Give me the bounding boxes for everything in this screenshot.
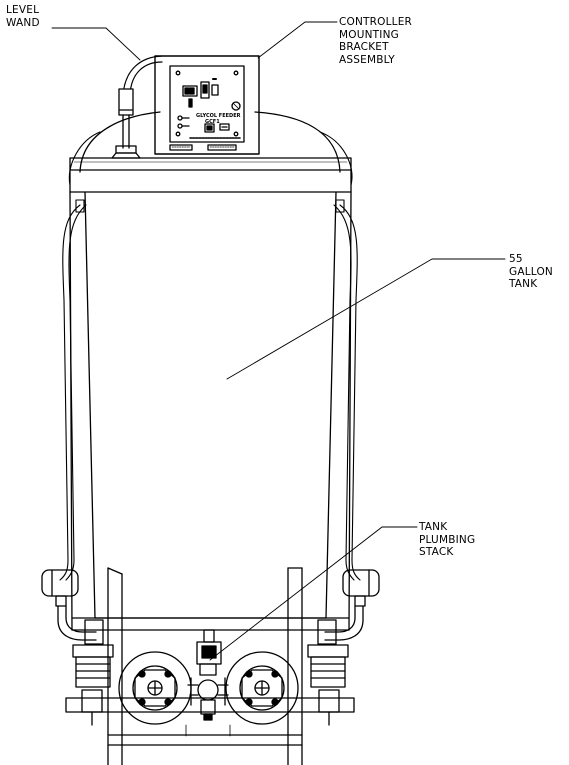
leader-lines [51, 21, 506, 661]
plumbing-label-line1: TANK [419, 521, 448, 533]
base-frame [65, 567, 355, 765]
left-pump [118, 651, 192, 725]
plumbing-label-line3: STACK [419, 546, 454, 558]
level-wand [111, 55, 163, 159]
tank-label-line3: TANK [509, 278, 538, 290]
level-wand-label-line2: WAND [6, 16, 40, 29]
nameplate-line2: GCF1 [205, 119, 220, 125]
tank-label: 55 GALLON TANK [509, 253, 553, 291]
controller-label: CONTROLLER MOUNTING BRACKET ASSEMBLY [339, 16, 412, 66]
right-pump [225, 651, 299, 725]
side-hoses [59, 131, 361, 581]
plumbing-stack [187, 629, 229, 721]
level-wand-label-line1: LEVEL [6, 4, 40, 16]
right-valve-assembly [307, 569, 380, 726]
tank-label-line1: 55 [509, 253, 523, 265]
controller-label-line2: MOUNTING [339, 28, 399, 41]
nameplate-line1: GLYCOL FEEDER [196, 113, 241, 119]
plumbing-label-line2: PLUMBING [419, 533, 476, 546]
plumbing-label: TANK PLUMBING STACK [419, 521, 475, 559]
left-valve-assembly [41, 569, 114, 726]
controller-bracket [154, 55, 260, 155]
level-wand-label: LEVEL WAND [6, 4, 40, 29]
tank-label-line2: GALLON [509, 265, 553, 278]
controller-label-line1: CONTROLLER [339, 16, 413, 28]
controller-label-line4: ASSEMBLY [339, 53, 395, 66]
tank-body [69, 111, 352, 631]
controller-label-line3: BRACKET [339, 41, 389, 53]
